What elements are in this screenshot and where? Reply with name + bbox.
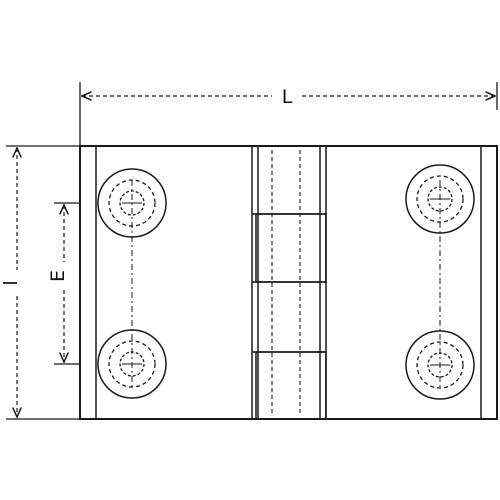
right-leaf-holes [405, 164, 475, 400]
hinge-knuckle [251, 146, 327, 420]
length-label: L [282, 86, 293, 108]
left-leaf-holes [97, 168, 167, 399]
knuckle-segment-lower [255, 351, 327, 420]
dimension-height: l [0, 145, 80, 420]
height-label: l [0, 280, 22, 285]
countersunk-hole-bottom-left [97, 329, 167, 399]
dimension-hole-spacing: E [47, 202, 80, 365]
hole-spacing-label: E [47, 270, 69, 282]
dimension-length: L [79, 82, 498, 146]
knuckle-segment-upper [255, 213, 327, 283]
countersunk-hole-top-left [97, 168, 167, 238]
countersunk-hole-bottom-right [405, 330, 475, 400]
countersunk-hole-top-right [405, 164, 475, 234]
